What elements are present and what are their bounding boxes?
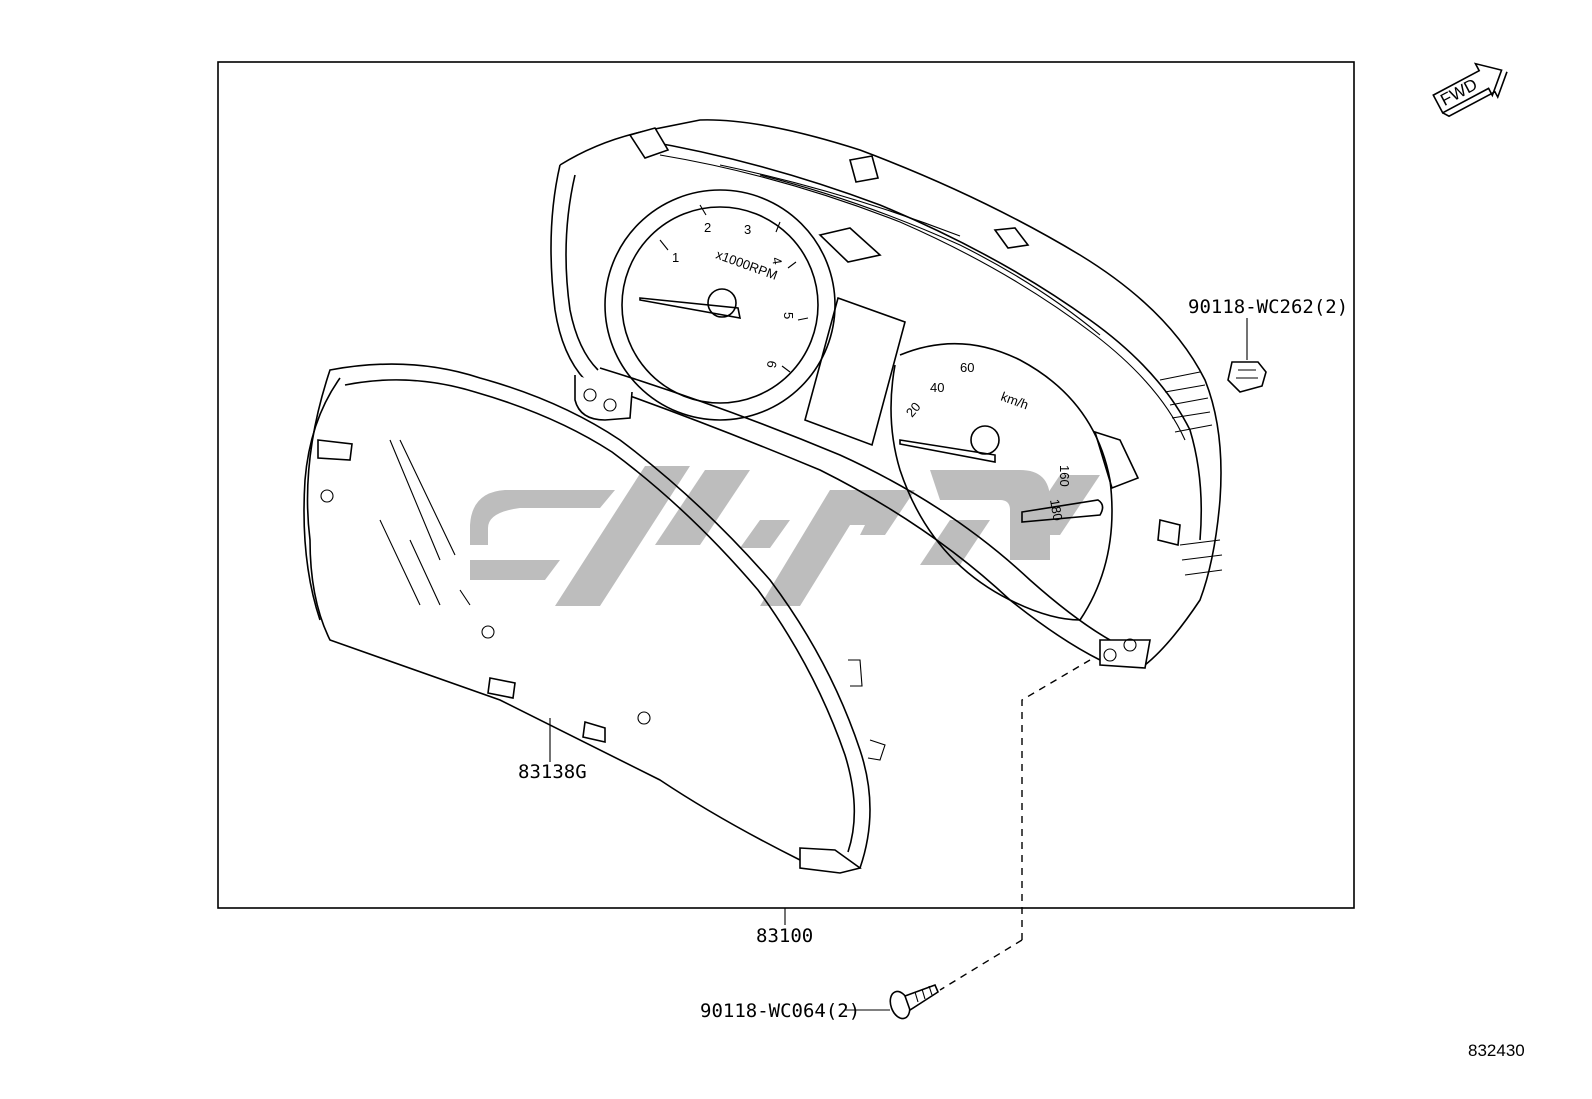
screw-part-icon xyxy=(889,983,940,1020)
watermark-logo xyxy=(470,466,1100,606)
part-label-clip: 90118-WC262(2) xyxy=(1188,296,1348,318)
part-label-screw: 90118-WC064(2) xyxy=(700,1000,860,1022)
fwd-arrow-icon: FWD xyxy=(1432,62,1508,118)
tach-tick-3: 3 xyxy=(744,222,751,237)
speedo-tick-180: 180 xyxy=(1047,498,1066,522)
speedo-tick-160: 160 xyxy=(1057,465,1072,487)
tach-tick-2: 2 xyxy=(704,220,711,235)
part-label-cluster: 83100 xyxy=(756,925,813,947)
lens-glass-drawing xyxy=(303,363,886,874)
leader-lines xyxy=(549,318,1248,1011)
tach-tick-6: 6 xyxy=(764,359,780,369)
instrument-cluster-drawing: 1 2 3 4 5 6 x1000RPM 20 40 60 160 180 km… xyxy=(550,119,1223,669)
speedo-tick-40: 40 xyxy=(930,380,944,395)
speedo-tick-20: 20 xyxy=(903,399,924,420)
part-label-lens: 83138G xyxy=(518,761,587,783)
speedo-unit-label: km/h xyxy=(999,389,1031,413)
tach-tick-1: 1 xyxy=(672,250,679,265)
assembly-boundary-box xyxy=(217,61,1355,909)
speedo-tick-60: 60 xyxy=(960,360,974,375)
tach-tick-5: 5 xyxy=(781,312,796,319)
clip-part-icon xyxy=(1227,361,1267,393)
figure-number: 832430 xyxy=(1468,1041,1525,1060)
tach-tick-4: 4 xyxy=(769,256,785,266)
tach-unit-label: x1000RPM xyxy=(714,247,780,283)
